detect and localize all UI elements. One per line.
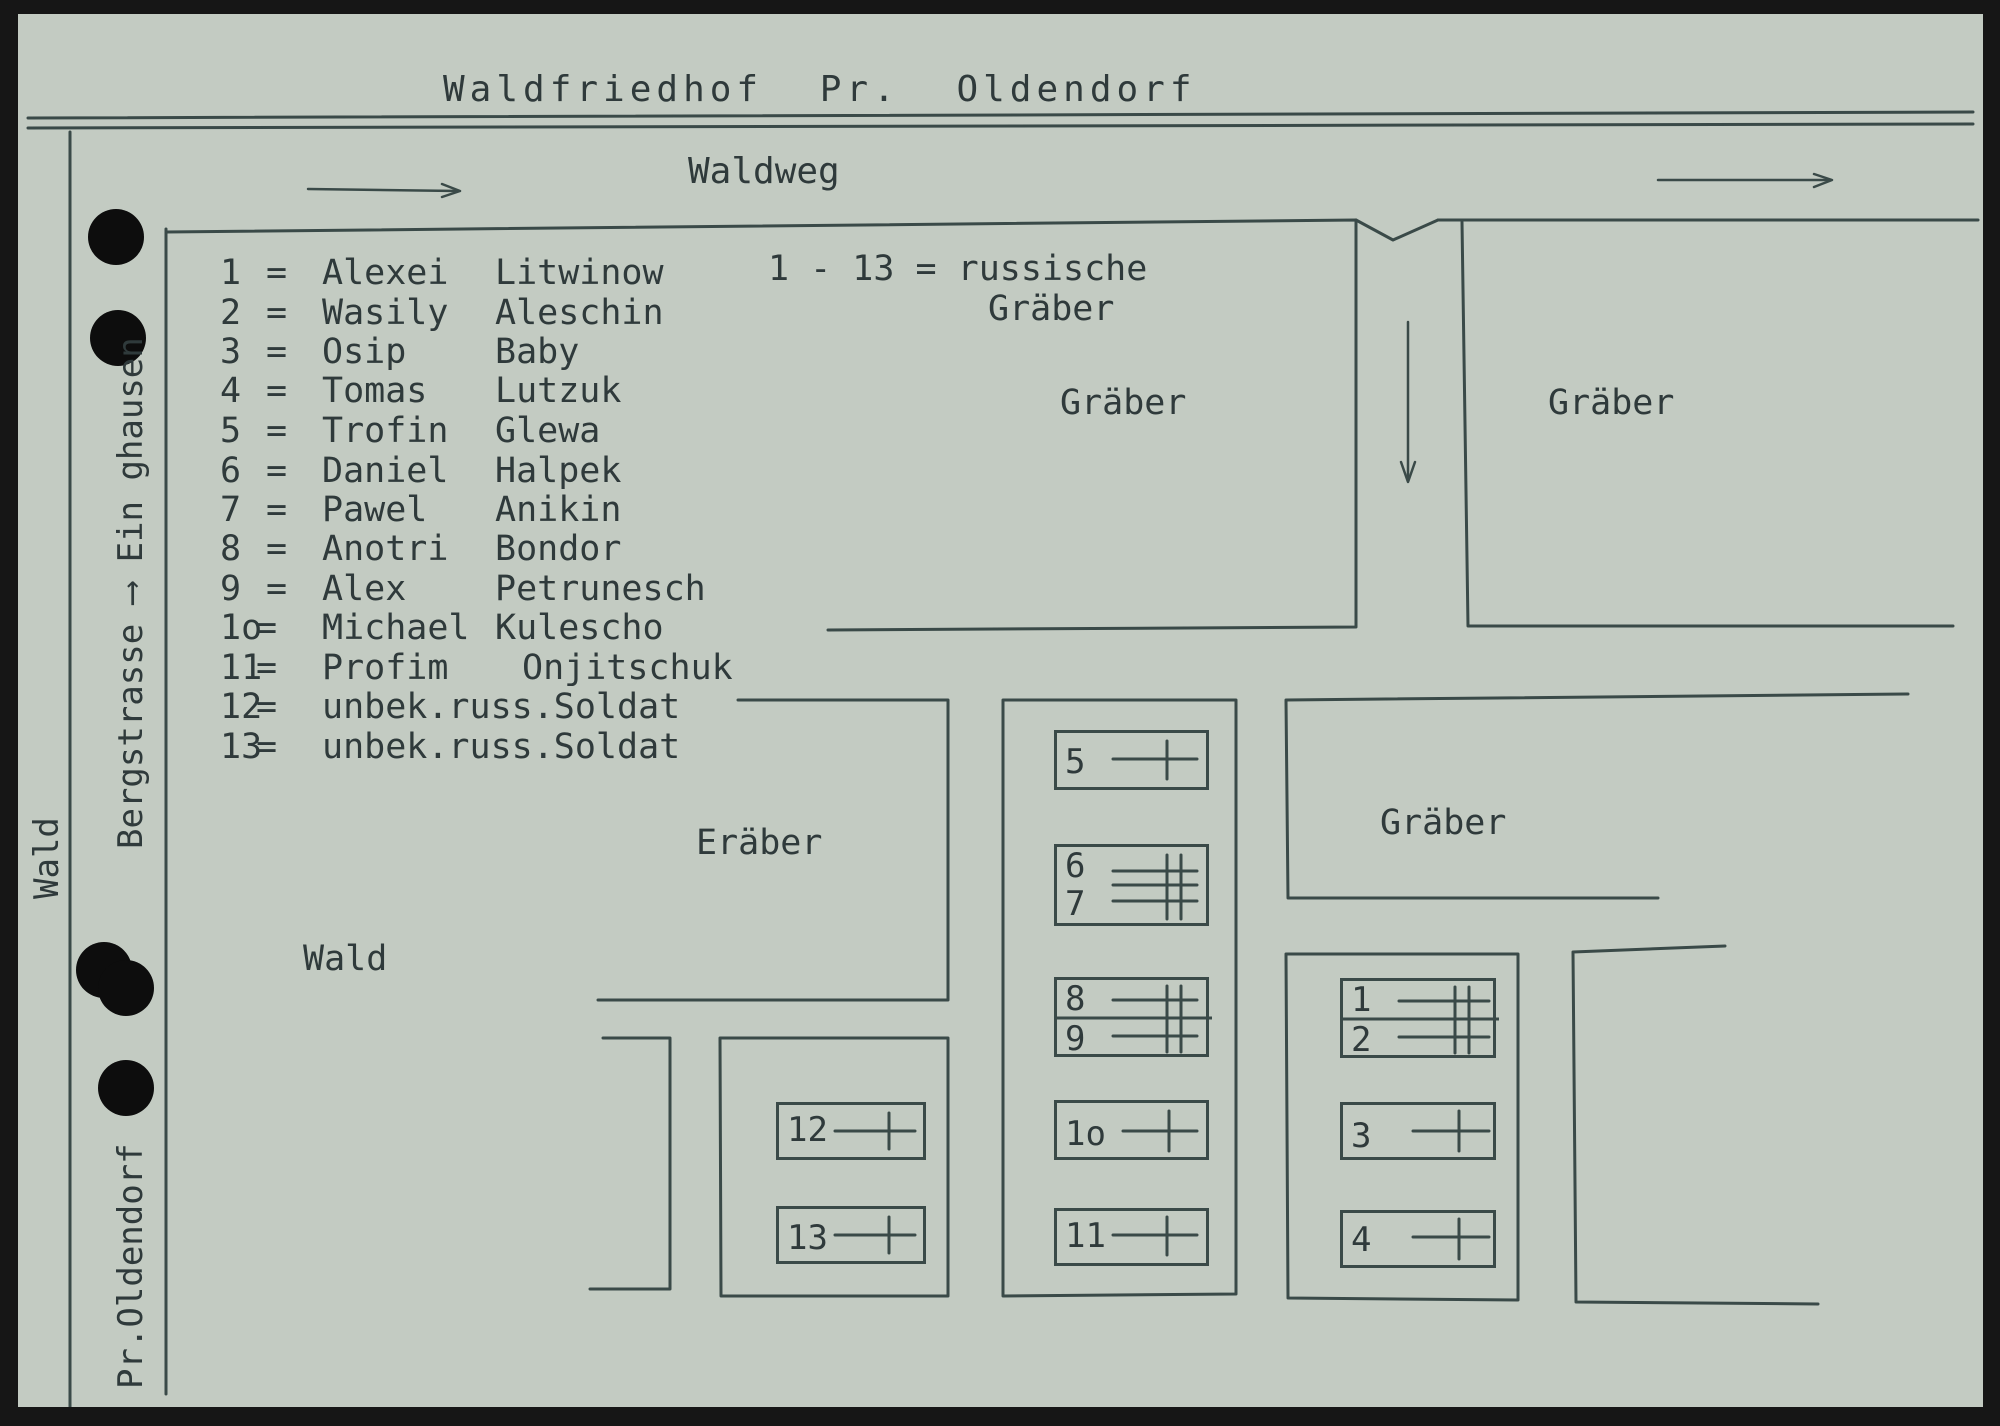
cross-icon: [1343, 985, 1499, 1055]
road-label-pr-oldendorf: Pr.Oldendorf: [111, 1143, 151, 1389]
legend-note: 1 - 13 = russische: [768, 249, 1148, 289]
field-label-top-center: Gräber: [1060, 383, 1187, 423]
grave-1-2: 1 2: [1340, 978, 1499, 1058]
field-label-top-right: Gräber: [1548, 383, 1675, 423]
grave-3: 3: [1340, 1102, 1496, 1160]
forest-label-outer: Wald: [27, 817, 67, 899]
field-label-middle-left: Eräber: [696, 823, 823, 863]
cross-icon: [1111, 1215, 1199, 1257]
cross-icon: [1111, 853, 1199, 921]
grave-10: 1o: [1054, 1100, 1209, 1160]
cross-icon: [1121, 1109, 1199, 1153]
road-label-bergstrasse: Bergstrasse ⟶ Ein ghausen: [111, 337, 151, 849]
cross-icon: [1411, 1109, 1491, 1153]
grave-4: 4: [1340, 1210, 1496, 1268]
list-item: 12=unbek.russ.Soldat: [220, 687, 681, 727]
grave-6-7: 6 7: [1054, 844, 1209, 926]
legend-note-cont: Gräber: [988, 289, 1115, 329]
grave-12: 12: [776, 1102, 926, 1160]
field-label-middle-right: Gräber: [1380, 803, 1507, 843]
direction-arrow-down: [1399, 320, 1417, 484]
punch-hole: [98, 1060, 154, 1116]
direction-arrow-right: [1656, 172, 1834, 189]
card-title: Waldfriedhof Pr. Oldendorf: [443, 69, 1197, 110]
road-label-waldweg: Waldweg: [688, 151, 840, 192]
grave-5: 5: [1054, 730, 1209, 790]
cross-icon: [1111, 739, 1199, 781]
punch-hole: [88, 209, 144, 265]
cross-icon: [833, 1111, 917, 1151]
cross-icon: [833, 1215, 917, 1255]
cemetery-plan: [26, 110, 1980, 1407]
grave-13: 13: [776, 1206, 926, 1264]
direction-arrow-left: [306, 182, 462, 199]
cross-icon: [1057, 984, 1212, 1054]
grave-8-9: 8 9: [1054, 977, 1212, 1057]
cross-icon: [1411, 1217, 1491, 1261]
record-card: Waldfriedhof Pr. Oldendorf Waldweg Bergs…: [18, 14, 1983, 1407]
list-item: 13=unbek.russ.Soldat: [220, 727, 681, 767]
forest-label-inner: Wald: [303, 939, 388, 979]
punch-hole: [98, 960, 154, 1016]
punch-hole: [90, 310, 146, 366]
grave-11: 11: [1054, 1208, 1209, 1266]
